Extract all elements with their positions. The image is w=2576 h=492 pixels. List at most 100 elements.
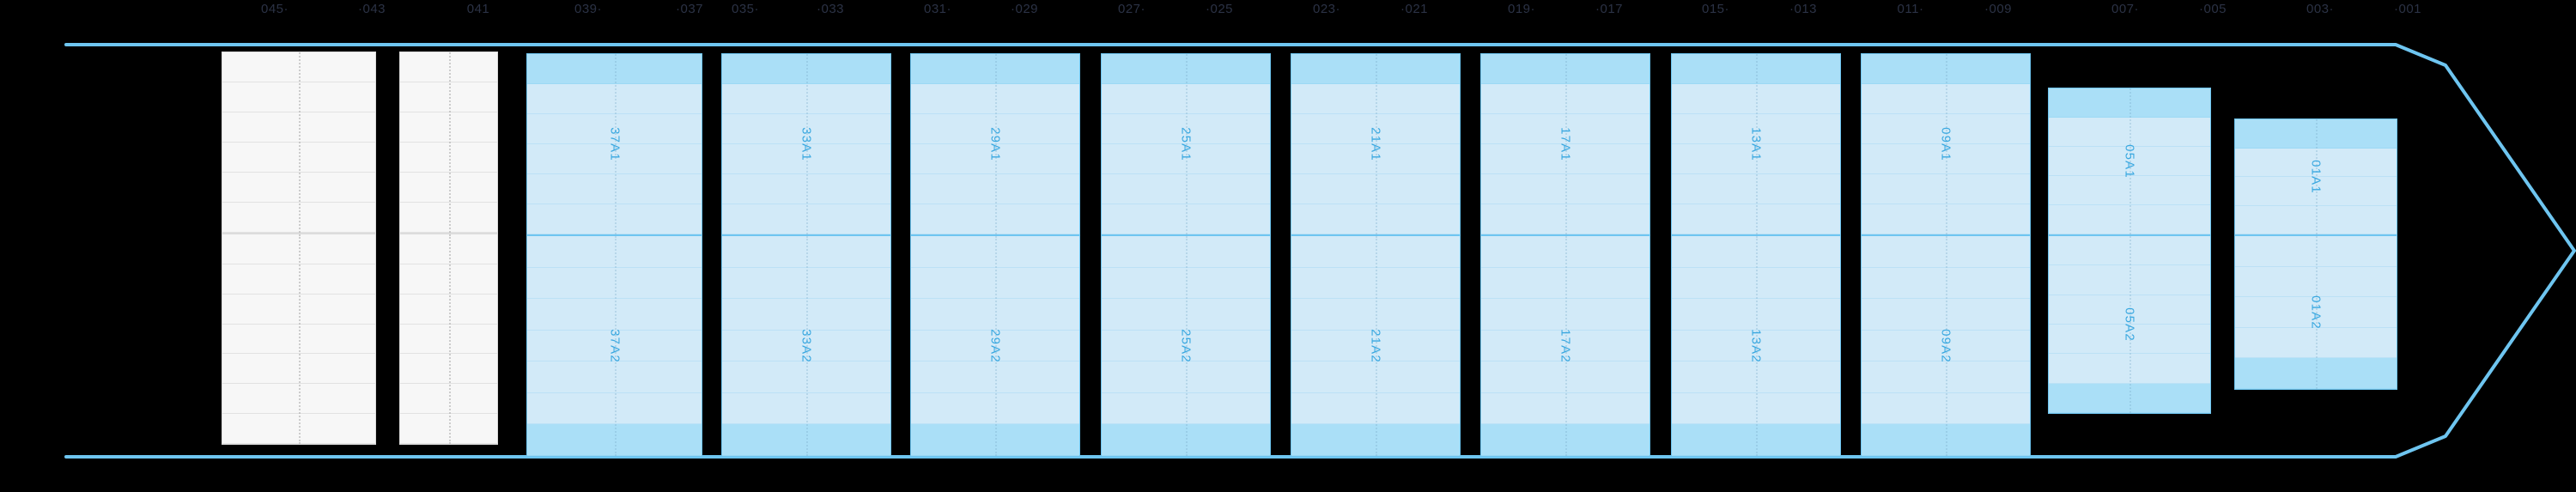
bay-cell[interactable] (1102, 84, 1270, 114)
bay-cell[interactable] (911, 268, 1079, 300)
bay-cell[interactable] (911, 393, 1079, 425)
bay-cell[interactable] (2235, 297, 2397, 328)
bay-cell[interactable] (1672, 144, 1840, 174)
bay-stack-upper[interactable]: 33A1 (721, 53, 891, 235)
bay-cell[interactable] (222, 202, 375, 233)
bay-cell[interactable] (2235, 149, 2397, 177)
bay-cell[interactable] (527, 144, 702, 174)
bay-cell[interactable] (1291, 424, 1460, 456)
bay-cell[interactable] (1481, 268, 1649, 300)
bay-cell[interactable] (1862, 268, 2030, 300)
bay-cell[interactable] (1102, 424, 1270, 456)
bay-stack-lower[interactable]: 13A2 (1671, 235, 1841, 457)
bay-cell[interactable] (911, 299, 1079, 331)
bay-cell[interactable] (722, 174, 890, 204)
bay-cell[interactable] (1102, 268, 1270, 300)
bay-cell[interactable] (1291, 54, 1460, 84)
bay-cell[interactable] (1102, 144, 1270, 174)
bay-cell[interactable] (2049, 118, 2210, 147)
bay-cell[interactable] (1672, 299, 1840, 331)
bay-cell[interactable] (911, 54, 1079, 84)
bay-cell[interactable] (1291, 174, 1460, 204)
bay-cell[interactable] (222, 384, 375, 415)
bay-cell[interactable] (222, 324, 375, 355)
bay-cell[interactable] (400, 384, 497, 415)
bay-cell[interactable] (911, 174, 1079, 204)
bay-cell[interactable] (527, 331, 702, 362)
bay-cell[interactable] (2049, 205, 2210, 234)
bay-cell[interactable] (2049, 236, 2210, 266)
bay-cell[interactable] (1481, 174, 1649, 204)
bay-cell[interactable] (1672, 424, 1840, 456)
bay-cell[interactable] (527, 424, 702, 456)
bay-stack-upper[interactable]: 05A1 (2048, 88, 2211, 235)
bay-cell[interactable] (1481, 361, 1649, 393)
bay-stack-lower[interactable]: 37A2 (526, 235, 702, 457)
bay-cell[interactable] (1481, 114, 1649, 144)
bay-cell[interactable] (1291, 268, 1460, 300)
bay-cell[interactable] (222, 264, 375, 295)
bay-cell[interactable] (722, 204, 890, 234)
bay-cell[interactable] (722, 361, 890, 393)
bay-bay-041[interactable] (399, 0, 498, 492)
bay-cell[interactable] (1862, 174, 2030, 204)
bay-cell[interactable] (911, 331, 1079, 362)
bay-cell[interactable] (911, 114, 1079, 144)
bay-cell[interactable] (1672, 268, 1840, 300)
bay-cell[interactable] (1481, 204, 1649, 234)
bay-stack-lower[interactable]: 29A2 (910, 235, 1080, 457)
bay-cell[interactable] (1102, 114, 1270, 144)
bay-stack-lower[interactable]: 33A2 (721, 235, 891, 457)
bay-cell[interactable] (722, 236, 890, 268)
bay-cell[interactable] (400, 172, 497, 203)
bay-cell[interactable] (1862, 299, 2030, 331)
bay-cell[interactable] (400, 294, 497, 325)
bay-cell[interactable] (1672, 174, 1840, 204)
bay-cell[interactable] (1481, 331, 1649, 362)
bay-cell[interactable] (1291, 299, 1460, 331)
bay-stack-lower[interactable]: 25A2 (1101, 235, 1271, 457)
bay-cell[interactable] (2235, 267, 2397, 298)
bay-cell[interactable] (1862, 204, 2030, 234)
bay-cell[interactable] (527, 393, 702, 425)
bay-cell[interactable] (1291, 236, 1460, 268)
bay-cell[interactable] (2049, 295, 2210, 325)
bay-cell[interactable] (527, 299, 702, 331)
bay-stack-upper[interactable]: 25A1 (1101, 53, 1271, 235)
bay-cell[interactable] (222, 354, 375, 385)
bay-cell[interactable] (911, 361, 1079, 393)
bay-stack-upper[interactable]: 29A1 (910, 53, 1080, 235)
bay-cell[interactable] (1102, 393, 1270, 425)
bay-cell[interactable] (911, 424, 1079, 456)
bay-cell[interactable] (222, 414, 375, 444)
bay-cell[interactable] (1291, 84, 1460, 114)
bay-cell[interactable] (222, 294, 375, 325)
bay-cell[interactable] (400, 52, 497, 82)
bay-cell[interactable] (2235, 119, 2397, 149)
bay-cell[interactable] (400, 82, 497, 112)
bay-cell[interactable] (222, 172, 375, 203)
bay-cell[interactable] (2235, 206, 2397, 234)
bay-cell[interactable] (911, 144, 1079, 174)
bay-cell[interactable] (1672, 114, 1840, 144)
bay-cell[interactable] (1102, 174, 1270, 204)
bay-cell[interactable] (1102, 54, 1270, 84)
bay-cell[interactable] (527, 236, 702, 268)
bay-cell[interactable] (1291, 144, 1460, 174)
bay-stack-upper[interactable] (222, 52, 376, 234)
bay-cell[interactable] (527, 54, 702, 84)
bay-cell[interactable] (911, 236, 1079, 268)
bay-cell[interactable] (1862, 236, 2030, 268)
bay-cell[interactable] (2235, 328, 2397, 359)
bay-cell[interactable] (222, 82, 375, 112)
bay-cell[interactable] (1672, 393, 1840, 425)
bay-cell[interactable] (1862, 331, 2030, 362)
